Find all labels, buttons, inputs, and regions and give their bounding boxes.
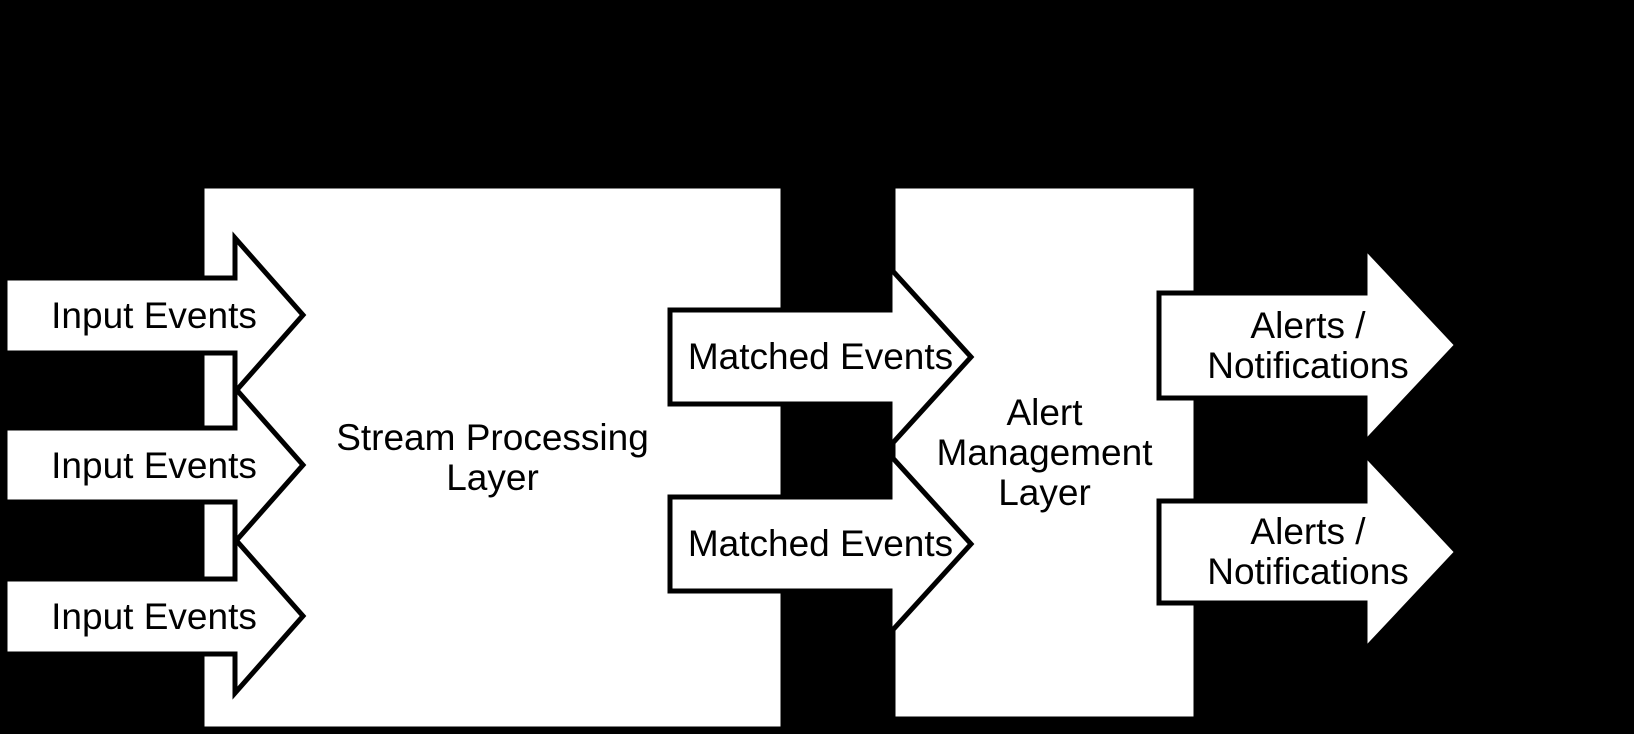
input-events-arrow-1 <box>2 231 307 399</box>
alerts-notifications-arrow-2 <box>1156 447 1461 657</box>
alert-management-layer-box <box>890 183 1199 722</box>
input-events-arrow-3 <box>2 532 307 700</box>
input-events-arrow-2 <box>2 381 307 549</box>
matched-events-arrow-1 <box>667 261 975 453</box>
matched-events-arrow-2 <box>667 448 975 640</box>
alerts-notifications-arrow-1 <box>1156 240 1461 450</box>
